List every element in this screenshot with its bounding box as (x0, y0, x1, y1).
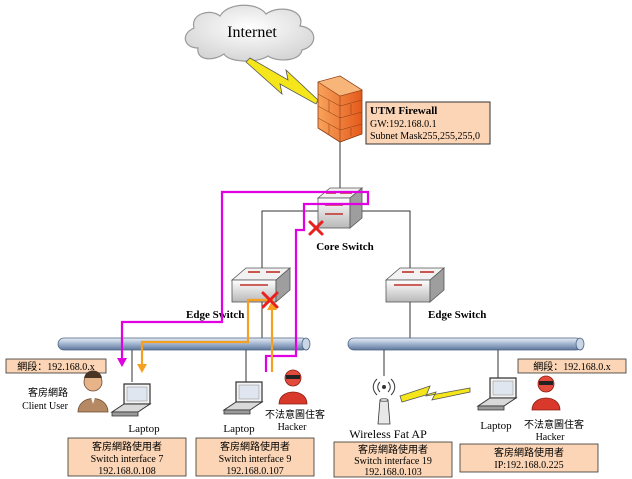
info-box-wireless: 客房網路使用者 Switch interface 19 192.168.0.10… (333, 441, 453, 478)
wireless-link-lightning-icon (399, 385, 471, 403)
laptop2-label: Laptop (223, 423, 255, 435)
edge-switch-left-label: Edge Switch (186, 309, 244, 321)
edge-switch-left-icon (230, 267, 292, 303)
firewall-subnet-mask: Subnet Mask255,255,255,0 (370, 131, 480, 142)
laptop-client-icon (110, 383, 152, 417)
hacker-right-label-cn: 不法意圖住客 (524, 418, 584, 431)
wan-link-lightning-icon (245, 57, 319, 105)
core-switch-icon (316, 187, 364, 229)
segment-right-label: 網段：192.168.0.x (533, 360, 611, 373)
return-path-orange (140, 298, 274, 372)
internet-cloud-icon (184, 4, 315, 62)
info-box-line: 192.168.0.107 (226, 466, 284, 477)
client-user-person-icon (77, 370, 109, 413)
hacker-mid-label-en: Hacker (278, 422, 308, 433)
client-user-label-cn: 客房網路 (28, 386, 68, 399)
core-switch-label: Core Switch (316, 241, 374, 253)
info-box-line: 192.168.0.108 (98, 466, 156, 477)
hacker-mid-label-cn: 不法意圖住客 (265, 408, 325, 421)
client-user-label-en: Client User (22, 401, 68, 412)
attack-path-magenta (120, 190, 370, 372)
info-box-hacker-right: 客房網路使用者 IP:192.168.0.225 (459, 443, 599, 473)
firewall-gateway: GW:192.168.0.1 (370, 119, 437, 130)
hacker-right-person-icon (531, 375, 561, 411)
info-box-line: 192.168.0.103 (364, 467, 422, 478)
info-box-line: 客房網路使用者 (220, 440, 290, 453)
laptop3-label: Laptop (480, 420, 512, 432)
laptop-hacker-right-icon (476, 377, 518, 411)
info-box-line: Switch interface 9 (219, 454, 292, 465)
edge-switch-right-icon (384, 267, 446, 303)
segment-left-box (5, 358, 107, 374)
info-box-line: IP:192.168.0.225 (494, 460, 563, 471)
hacker-mid-person-icon (278, 369, 308, 405)
firewall-icon (317, 75, 363, 143)
info-box-line: 客房網路使用者 (358, 443, 428, 456)
edge-block-x-icon (261, 291, 279, 309)
segment-left-label: 網段：192.168.0.x (17, 360, 95, 373)
hacker-right-label-en: Hacker (536, 432, 566, 443)
core-block-x-icon (308, 220, 324, 236)
firewall-info-box (365, 101, 491, 145)
info-box-hacker-mid: 客房網路使用者 Switch interface 9 192.168.0.107 (195, 437, 315, 477)
device-drops (131, 350, 499, 382)
info-box-line: Switch interface 7 (91, 454, 164, 465)
firewall-title: UTM Firewall (370, 105, 437, 117)
wireless-ap-label: Wireless Fat AP (349, 427, 427, 441)
return-path-up-arrowhead-icon (267, 301, 277, 310)
info-box-client: 客房網路使用者 Switch interface 7 192.168.0.108 (67, 437, 187, 477)
info-box-line: Switch interface 19 (354, 456, 432, 467)
lan-bus-right (347, 337, 585, 351)
return-path-arrowhead-icon (137, 364, 147, 373)
laptop-hacker-mid-icon (222, 381, 264, 415)
info-box-line: 客房網路使用者 (92, 440, 162, 453)
internet-label: Internet (227, 24, 277, 41)
wireless-ap-icon (372, 378, 396, 425)
laptop1-label: Laptop (128, 423, 160, 435)
segment-right-box (517, 358, 627, 374)
core-edge-links (261, 210, 411, 272)
info-box-line: 客房網路使用者 (494, 446, 564, 459)
attack-path-arrowhead-icon (117, 358, 127, 367)
edge-switch-right-label: Edge Switch (428, 309, 486, 321)
